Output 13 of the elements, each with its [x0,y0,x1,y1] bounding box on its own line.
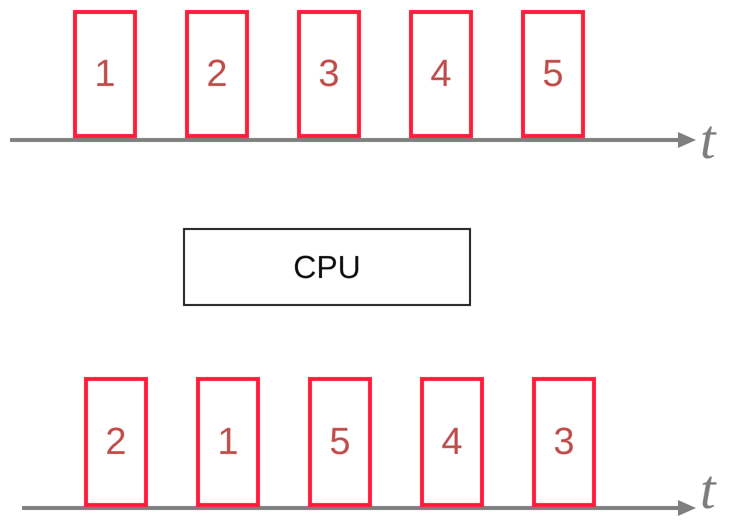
packet-box: 4 [409,10,473,138]
packet-box: 1 [196,377,260,507]
packet-box: 3 [532,377,596,507]
packet-box: 5 [521,10,585,138]
packet-box: 5 [308,377,372,507]
axis-label: t [700,112,716,168]
packet-box: 2 [185,10,249,138]
packet-box: 3 [297,10,361,138]
packet-box: 4 [420,377,484,507]
cpu-box: CPU [183,228,471,306]
packet-box: 2 [84,377,148,507]
packet-box: 1 [73,10,137,138]
axis-label: t [700,462,716,518]
